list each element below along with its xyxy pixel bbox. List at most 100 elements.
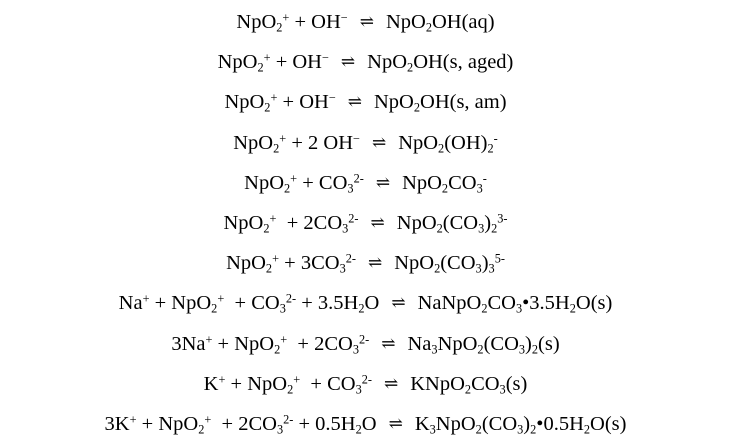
subscript: 2 [569,302,576,316]
subscript: 2 [276,20,283,35]
equation-products: NpO2CO3- [402,171,487,196]
formula-text: NpO [224,91,265,114]
superscript: + [218,371,226,386]
subscript: 2 [425,20,432,35]
equation-reactants: NpO2+ + OH− [218,51,329,74]
formula-text: + NpO [149,292,212,315]
formula-text: NpO [223,211,264,234]
subscript: 2 [487,141,494,156]
equation-row: 3K+ + NpO2+ + 2CO32- + 0.5H2O⇌K3NpO2(CO3… [0,404,731,444]
formula-text: NpO [385,11,426,33]
formula-text: Na [407,332,432,355]
equation-reactants: NpO2+ + OH− [224,90,336,114]
subscript: 3 [499,382,506,397]
equation-reactants: NpO2+ + 2CO32- [223,211,359,236]
formula-text: ) [525,332,532,355]
subscript: 3 [352,342,359,357]
formula-text: •3.5H [522,292,570,315]
subscript: 3 [339,261,346,276]
equation-row: Na+ + NpO2+ + CO32- + 3.5H2O⇌NaNpO2CO3•3… [0,283,731,323]
superscript: + [142,291,150,306]
formula-text: CO [448,171,477,194]
superscript: + [282,10,290,25]
formula-text: + NpO [212,332,275,355]
equation-row: NpO2+ + 3CO32-⇌NpO2(CO3)35- [0,243,731,283]
superscript: + [290,171,298,185]
superscript: 2- [345,251,356,266]
formula-text: + 2CO [211,412,277,435]
superscript: − [328,90,336,105]
equilibrium-arrow: ⇌ [359,12,374,31]
superscript: - [482,171,487,185]
subscript: 2 [407,60,414,75]
subscript: 2 [413,101,421,116]
equation-row: 3Na+ + NpO2+ + 2CO32-⇌Na3NpO2(CO3)2(s) [0,324,731,364]
formula-text: NpO [367,51,408,74]
equation-products: NpO2OH(aq) [385,11,495,35]
equation-row: NpO2+ + OH−⇌NpO2OH(s, am) [0,82,731,122]
subscript: 2 [211,302,218,316]
equation-row: K+ + NpO2+ + CO32-⇌KNpO2CO3(s) [0,364,731,404]
subscript: 3 [342,221,349,236]
formula-text: NpO [396,211,437,234]
subscript: 3 [279,302,286,316]
formula-text: + 3.5H [296,292,359,315]
superscript: - [493,130,498,145]
formula-text: + 2 OH [286,131,353,154]
subscript: 2 [198,422,205,437]
superscript: + [269,211,277,226]
superscript: − [353,130,360,145]
formula-text: NpO [394,252,435,275]
formula-text: + 2CO [276,211,343,234]
formula-text: (CO [481,412,518,435]
subscript: 2 [583,422,591,437]
subscript: 3 [276,422,284,437]
equation-products: K3NpO2(CO3)2•0.5H2O(s) [415,412,627,437]
formula-text: NpO [402,171,442,194]
formula-text: NpO [437,332,478,355]
formula-text: NpO [233,131,274,154]
superscript: − [340,10,348,25]
formula-text: OH(s, am) [420,91,507,114]
formula-text: + 3CO [279,252,340,275]
subscript: 2 [284,181,291,196]
formula-text: NpO [244,171,285,194]
equation-products: NaNpO2CO3•3.5H2O(s) [418,292,613,316]
formula-text: K [203,372,219,395]
formula-text: O(s) [575,292,613,315]
subscript: 2 [481,302,488,316]
formula-text: NpO [374,91,414,114]
formula-text: NpO [435,412,476,435]
formula-text: + CO [224,292,280,315]
equation-products: NpO2(CO3)35- [394,252,505,275]
superscript: + [279,130,287,145]
formula-text: + NpO [136,412,199,435]
equation-reactants: K+ + NpO2+ + CO32- [203,371,372,396]
subscript: 2 [475,422,482,437]
subscript: 2 [355,422,362,437]
subscript: 3 [347,181,354,196]
formula-text: (CO [442,211,479,234]
subscript: 2 [438,141,445,156]
superscript: + [217,291,225,306]
equilibrium-arrow: ⇌ [370,212,385,232]
subscript: 2 [273,141,280,156]
equilibrium-arrow: ⇌ [347,92,362,112]
subscript: 2 [441,181,449,196]
formula-text: (CO [440,252,476,275]
formula-text: (s) [538,332,560,355]
subscript: 2 [274,342,281,357]
superscript: 2- [285,291,297,306]
formula-text: O(s) [590,412,627,435]
formula-text: + CO [297,171,348,194]
subscript: 2 [436,221,443,236]
formula-text: + OH [289,11,341,33]
formula-text: (s) [505,372,528,395]
equilibrium-arrow: ⇌ [383,373,399,393]
subscript: 3 [515,302,523,316]
subscript: 2 [464,382,472,397]
subscript: 3 [431,342,438,357]
formula-text: ) [484,211,492,234]
formula-text: O [364,292,380,315]
superscript: + [270,90,278,105]
